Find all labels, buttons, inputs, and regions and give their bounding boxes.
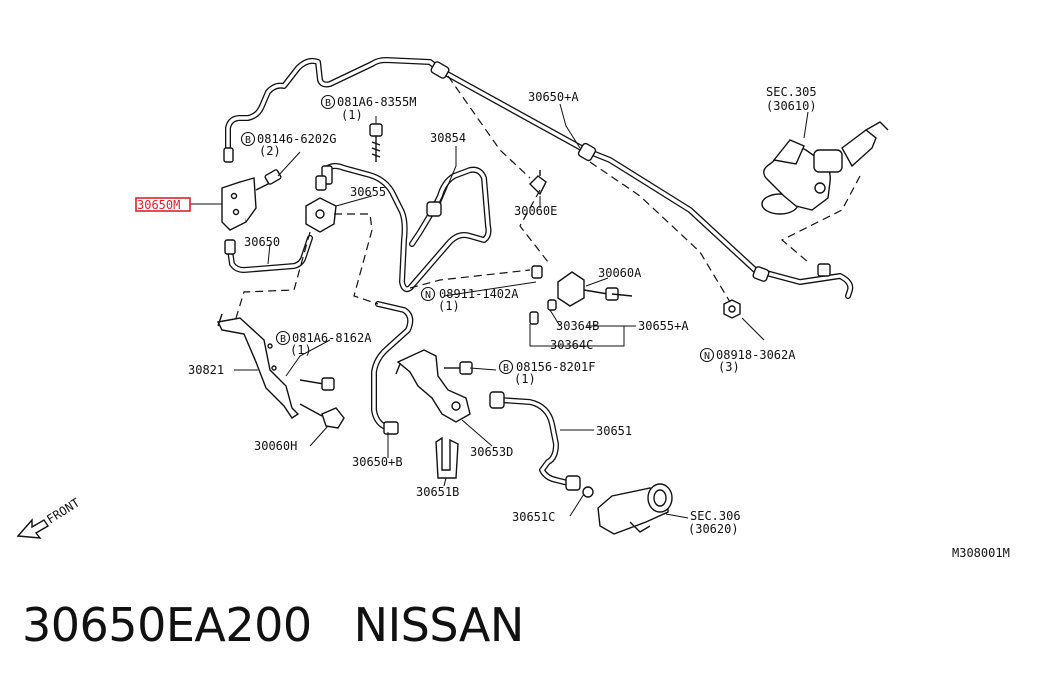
- master-cylinder-sec305: [761, 121, 889, 215]
- hose-30651: [489, 391, 594, 498]
- clip-30060e: [529, 170, 547, 196]
- label-08918-3062a: 08918-3062A: [716, 348, 796, 362]
- nut-08918-3062a: [723, 299, 741, 319]
- bracket-30650m: [221, 169, 282, 231]
- label-8355m-qty: (1): [341, 108, 363, 122]
- caption-brand: NISSAN: [353, 598, 525, 652]
- part-caption: 30650EA200 NISSAN: [22, 598, 524, 652]
- label-30620: (30620): [688, 522, 739, 536]
- label-30610: (30610): [766, 99, 817, 113]
- label-sec305: SEC.305: [766, 85, 817, 99]
- pipe-30650-b: [371, 301, 414, 435]
- marker-b-8162a: B: [280, 334, 286, 345]
- label-30650-b: 30650+B: [352, 455, 403, 469]
- label-08146-6202g: 08146-6202G: [257, 132, 336, 146]
- bolt-081a6-8355m: [369, 123, 383, 162]
- caption-part-number: 30650EA200: [22, 598, 312, 652]
- label-08918-qty: (3): [718, 360, 740, 374]
- clip-30651b: [435, 436, 459, 479]
- label-08156-qty: (1): [514, 372, 536, 386]
- label-30060a: 30060A: [598, 266, 642, 280]
- label-30854: 30854: [430, 131, 466, 145]
- label-sec306: SEC.306: [690, 509, 741, 523]
- junction-30655: [305, 175, 337, 233]
- bolt-markers: B B N B N B: [240, 94, 715, 375]
- leader-lines: [190, 103, 809, 519]
- label-30651c: 30651C: [512, 510, 555, 524]
- junction-30655-a: [529, 265, 633, 325]
- label-30364c: 30364C: [550, 338, 593, 352]
- label-30650: 30650: [244, 235, 280, 249]
- marker-n-08911: N: [425, 290, 431, 301]
- label-30651: 30651: [596, 424, 632, 438]
- pipe-30854: [321, 163, 492, 293]
- marker-n-08918: N: [704, 351, 710, 362]
- pipe-30650-a: [223, 57, 854, 299]
- connection-lines: [235, 75, 861, 319]
- label-081a6-8355m: 081A6-8355M: [337, 95, 416, 109]
- label-30060h: 30060H: [254, 439, 297, 453]
- label-081a6-8162a: 081A6-8162A: [292, 331, 372, 345]
- label-30650m: 30650M: [137, 198, 180, 212]
- label-08911-qty: (1): [438, 299, 460, 313]
- label-front: FRONT: [44, 496, 82, 527]
- marker-b-08156: B: [503, 363, 509, 374]
- highlight-box-30650m: [135, 197, 191, 212]
- label-diagram-ref: M308001M: [952, 546, 1010, 560]
- label-30655-a: 30655+A: [638, 319, 689, 333]
- label-30651b: 30651B: [416, 485, 459, 499]
- label-08911-1402a: 08911-1402A: [439, 287, 519, 301]
- label-8162a-qty: (1): [290, 343, 312, 357]
- label-30653d: 30653D: [470, 445, 513, 459]
- label-08146-qty: (2): [259, 144, 281, 158]
- bracket-30653d: [395, 349, 473, 423]
- front-arrow: FRONT: [16, 496, 82, 539]
- label-30060e: 30060E: [514, 204, 557, 218]
- marker-b-08146: B: [245, 135, 251, 146]
- clip-30060h: [299, 403, 345, 429]
- part-labels: 30650+A SEC.305 (30610) 081A6-8355M (1) …: [135, 85, 1010, 560]
- label-30821: 30821: [188, 363, 224, 377]
- label-30650-a: 30650+A: [528, 90, 579, 104]
- label-08156-8201f: 08156-8201F: [516, 360, 595, 374]
- bracket-30821: [216, 313, 335, 419]
- label-30655: 30655: [350, 185, 386, 199]
- marker-b-8355m: B: [325, 98, 331, 109]
- parts-diagram: B B N B N B 30650+A SEC.305 (30610) 081A…: [16, 57, 1010, 560]
- slave-cylinder-sec306: [597, 483, 673, 535]
- label-30364b: 30364B: [556, 319, 599, 333]
